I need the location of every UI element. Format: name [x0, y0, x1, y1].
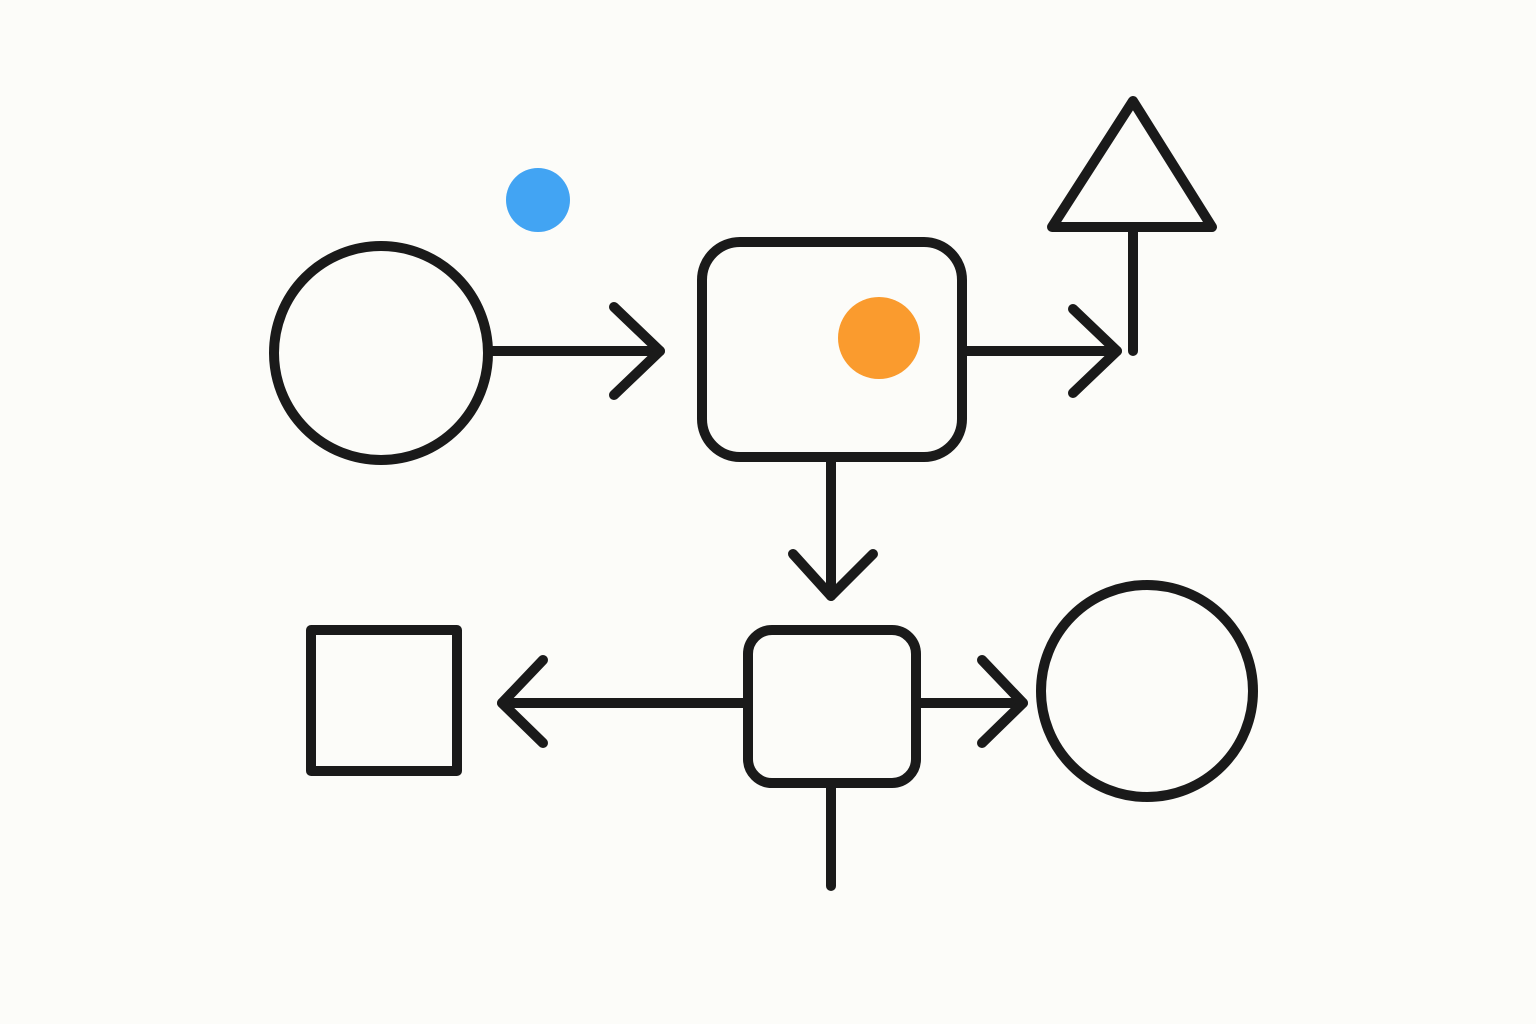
arrowhead-right-icon: [609, 302, 665, 400]
edge-box-top-to-triangle: [957, 304, 1122, 398]
square-left[interactable]: [306, 625, 462, 776]
arrowhead-right-icon: [977, 655, 1028, 748]
orange-dot: [838, 297, 920, 379]
arrowhead-right-icon: [1068, 304, 1122, 398]
edge-box-bottom-to-blue-circle: [911, 655, 1028, 748]
edge-box-bottom-to-square: [497, 655, 753, 748]
edge-box-top-to-box-bottom: [788, 452, 878, 601]
arrowhead-left-icon: [497, 655, 548, 748]
circle-bottom-right[interactable]: [1036, 580, 1258, 802]
edge-circle-to-box-top: [485, 302, 665, 400]
blue-dot: [506, 168, 570, 232]
arrowhead-down-icon: [788, 549, 878, 601]
